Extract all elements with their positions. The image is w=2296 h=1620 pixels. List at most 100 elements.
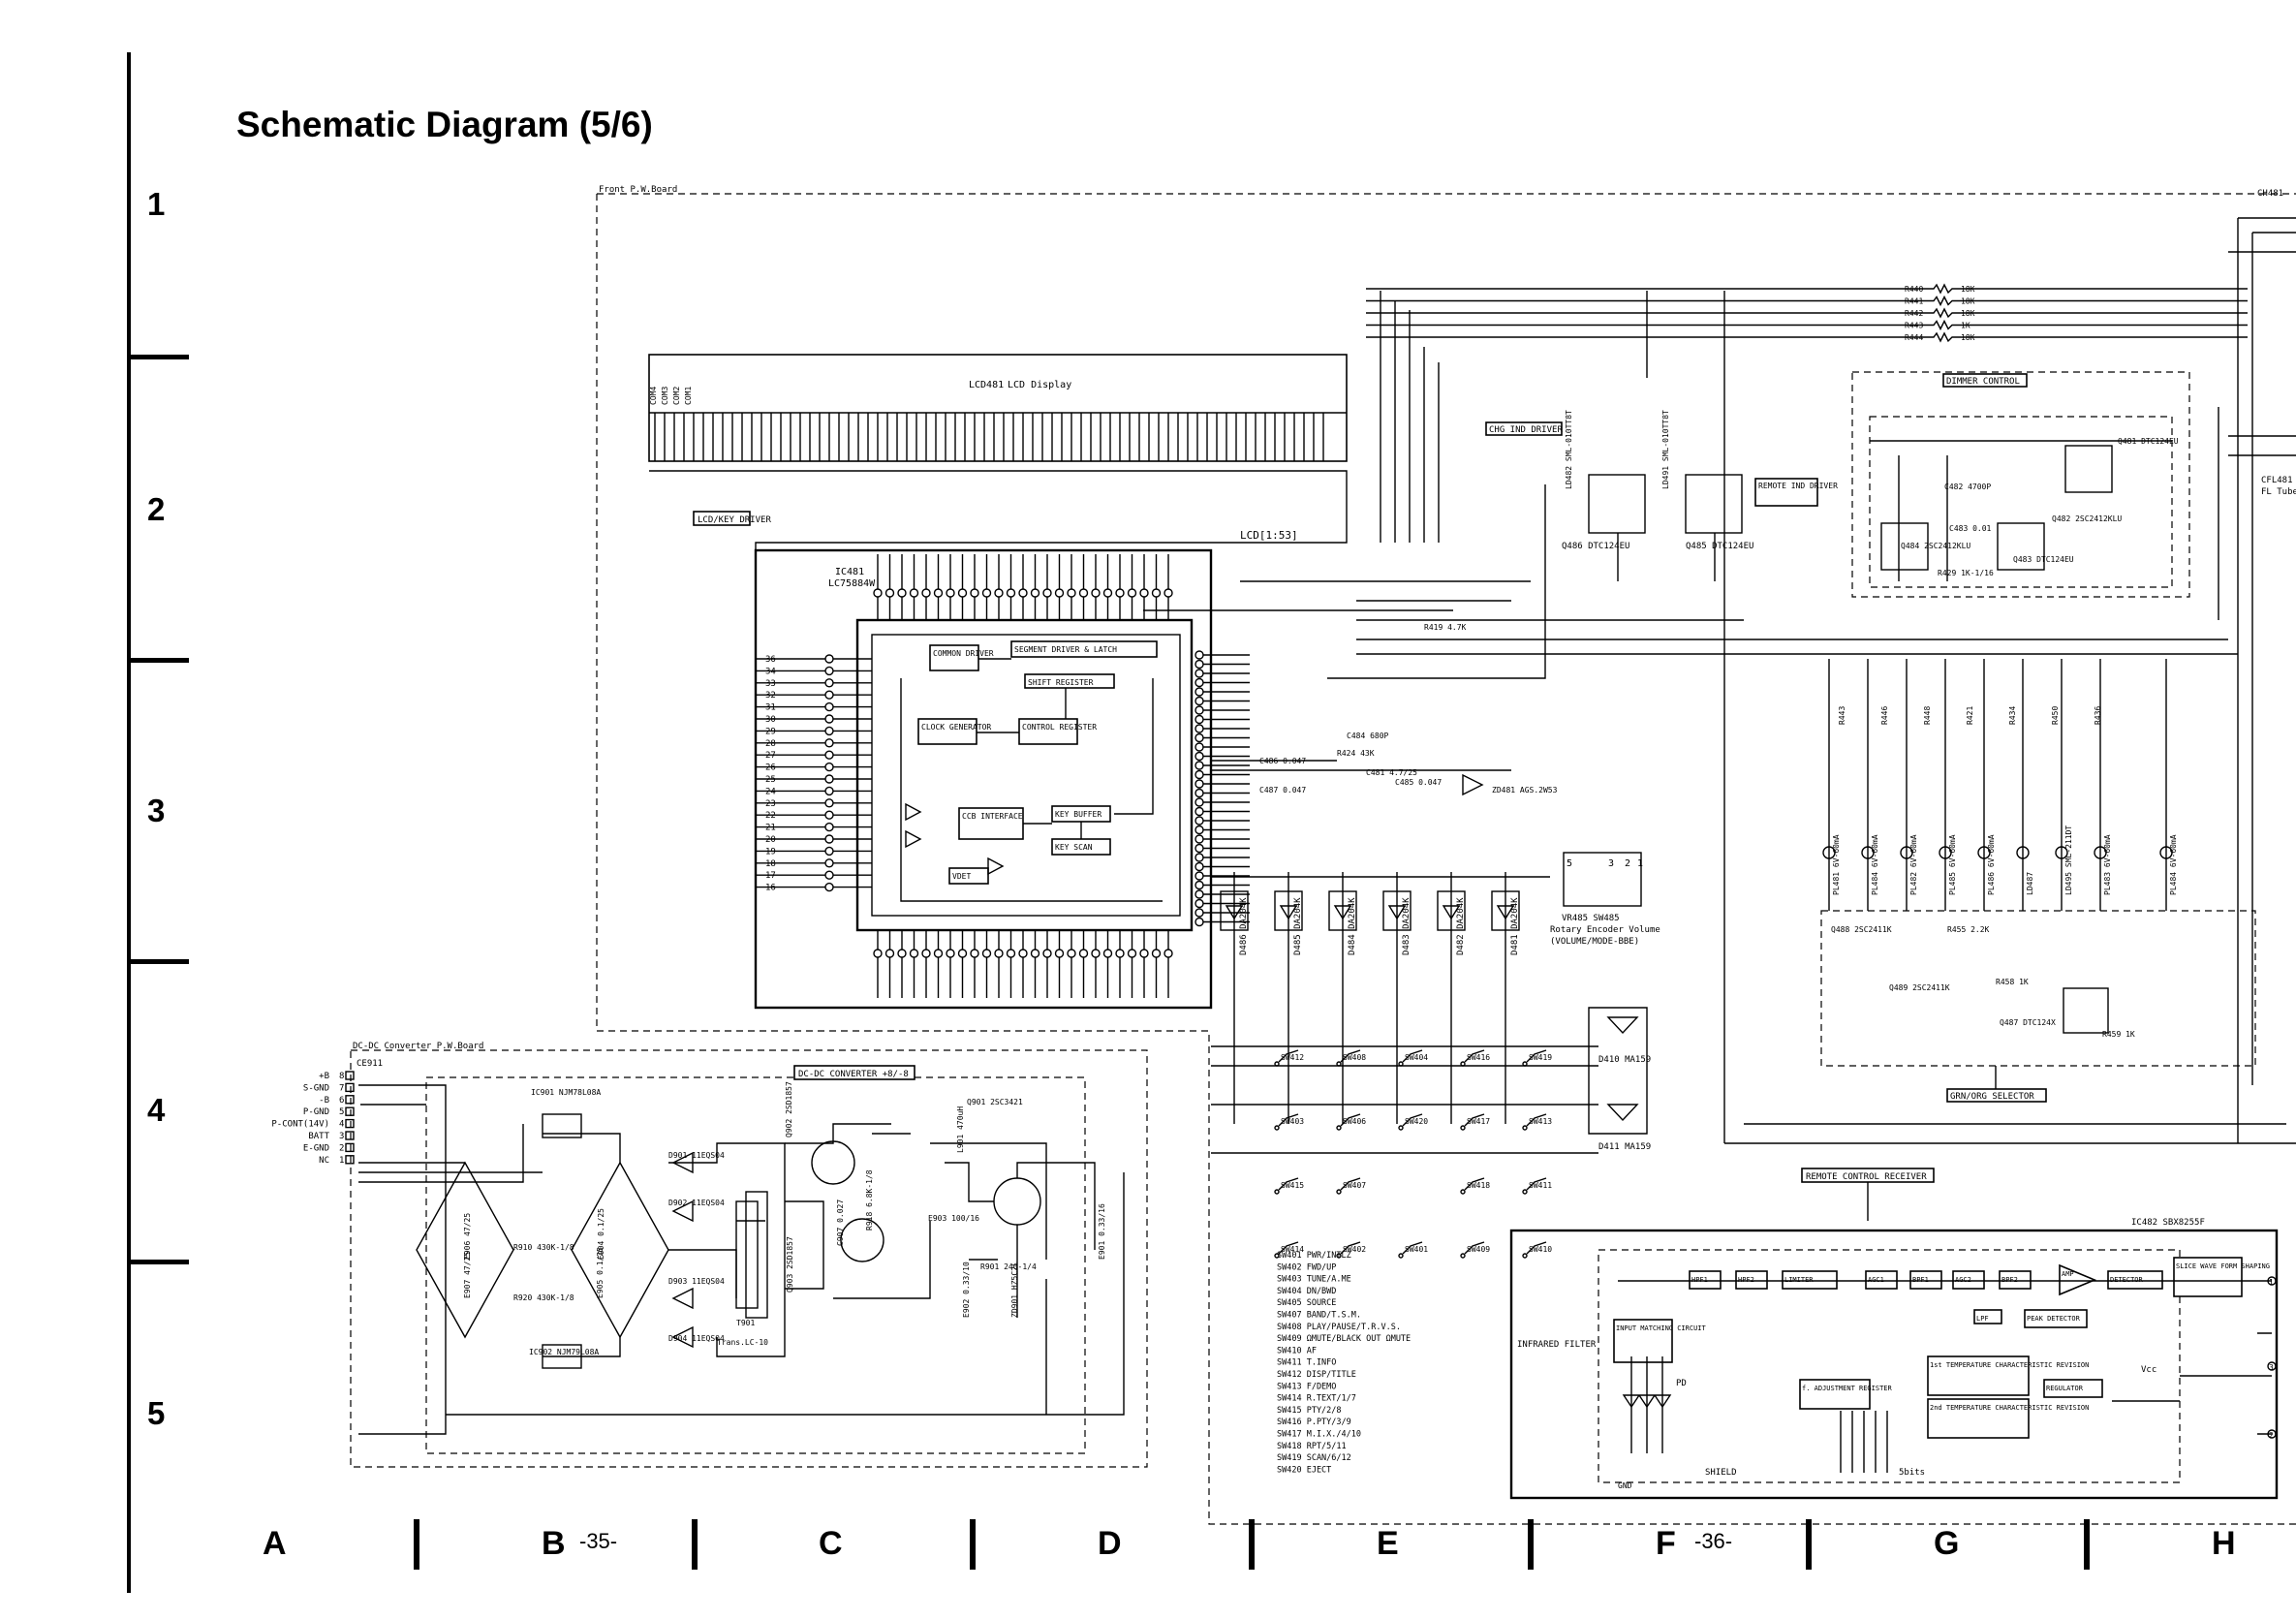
driver-pin-number: 22 [765,811,776,821]
switch-symbol [1464,1049,1485,1063]
driver-pin-pad [981,949,992,958]
dcdc-pin-name: -B [319,1096,329,1106]
driver-pin-pad [1091,949,1101,958]
driver-pin-pad [824,870,834,880]
ruler-tick [127,355,189,359]
switch-contact [1460,1189,1466,1195]
driver-pin-number: 28 [765,739,776,749]
receiver-block-label: AGC1 [1868,1276,1884,1284]
lamp-symbol [1977,846,1991,859]
switch-label: SW413 [1529,1117,1552,1126]
resistor-wire [1366,307,2248,319]
switch-legend-item: SW413 F/DEMO [1277,1382,1336,1391]
diode-label: D481 DA204K [1510,897,1520,955]
rr-pin-3: 3 [2269,1363,2274,1372]
switch-label: SW401 [1405,1245,1428,1254]
grn-org-label: GRN/ORG SELECTOR [1950,1092,2034,1102]
dimmer-part-label: C483 0.01 [1949,524,1992,533]
switch-label: SW415 [1281,1181,1304,1190]
receiver-block [1952,1270,1985,1290]
rotary-encoder: 5 3 2 1 VR485 SW485 Rotary Encoder Volum… [1211,732,1660,947]
dcdc-pin-pad [345,1106,355,1116]
driver-pin-pad [1195,908,1204,918]
lamp-symbol [1861,846,1875,859]
dcdc-pin-name: +B [319,1072,329,1081]
resistor-wire [1366,295,2248,307]
column-divider [414,1519,419,1570]
switch-symbol [1340,1177,1361,1191]
row-number: 3 [147,793,166,828]
page-number-left: -35- [579,1529,618,1553]
driver-pin-number: 30 [765,715,776,725]
switch-label: SW417 [1467,1117,1490,1126]
chg-ind-label: CHG IND DRIVER [1489,425,1563,435]
front-board: Front P.W.Board CH481 [596,185,2296,1525]
driver-pin-number: 19 [765,847,776,857]
remote-ind-transistor: Q485 DTC124EU [1686,542,1753,551]
lamp-resistor-ref: R434 [2008,706,2017,725]
dcdc-pin-number: 4 [339,1120,344,1130]
switch-legend-item: SW408 PLAY/PAUSE/T.R.V.S. [1277,1323,1401,1332]
column-divider [692,1519,698,1570]
grid-diodes: D410 MA159 D411 MA159 [1211,1007,1651,1154]
switch-label: SW409 [1467,1245,1490,1254]
receiver-block [2173,1257,2243,1297]
svg-text:2: 2 [1625,858,1630,869]
driver-pin-pad [1030,949,1040,958]
dcdc-part-label: E903 100/16 [928,1214,979,1223]
driver-pin-number: 16 [765,884,776,893]
receiver-block [1999,1270,2032,1290]
column-divider [970,1519,976,1570]
driver-pin-pad [824,701,834,712]
selector-part-label: R459 1K [2102,1030,2135,1039]
driver-pin-pad [1195,650,1204,660]
rr-shield: SHIELD [1705,1468,1737,1478]
lcd-com-label: COM2 [672,387,681,405]
lamp-symbol [2094,846,2107,859]
driver-pin-pad [970,588,979,598]
lamp-label: PL482 6V-60mA [1909,834,1918,895]
rotary-sub: (VOLUME/MODE-BBE) [1550,937,1639,947]
lcd-com-label: COM4 [649,387,658,405]
ruler-tick [127,959,189,964]
misc-part-label: R424 43K [1337,749,1375,758]
receiver-amp [2059,1263,2097,1296]
svg-text:5: 5 [1567,858,1572,869]
driver-pin-pad [1195,677,1204,688]
dcdc-part-label: IC902 NJM79L08A [529,1348,599,1356]
switch-symbol [1278,1241,1299,1255]
driver-block-label: CCB INTERFACE [962,812,1023,821]
dcdc-pin-number: 3 [339,1132,344,1141]
diode-label: D483 DA204K [1402,897,1412,955]
resistor-wire [1366,319,2248,331]
driver-pin-pad [824,654,834,664]
grid-diode-1: D410 MA159 [1598,1055,1651,1065]
driver-pin-pad [1164,949,1173,958]
driver-pin-pad [957,588,968,598]
dcdc-part-label: T901 [736,1319,755,1327]
driver-pin-number: 23 [765,799,776,809]
receiver-block [1909,1270,1942,1290]
switch-symbol [1402,1113,1423,1127]
lamp-label: PL484 6V-60mA [1871,834,1879,895]
driver-pin-pad [1151,588,1162,598]
receiver-block-label: AMP [2062,1270,2074,1278]
switch-symbol [1340,1049,1361,1063]
driver-pin-pad [1195,742,1204,752]
receiver-block-label: SLICE WAVE FORM SHAPING [2176,1262,2270,1270]
driver-block-label: CLOCK GENERATOR [921,723,991,732]
lamp-resistor-ref: R421 [1966,706,1974,725]
rotary-name: Rotary Encoder Volume [1550,925,1660,935]
driver-pin-pad [1067,588,1076,598]
column-letter: E [1377,1525,1399,1562]
resistor-wire [1366,331,2248,343]
driver-pin-pad [1195,761,1204,770]
driver-pin-pad [1195,779,1204,789]
driver-pin-pad [909,588,919,598]
dcdc-label: DC-DC Converter P.W.Board [353,1042,483,1051]
dcdc-part-label: IC901 NJM78L08A [531,1088,601,1097]
diode-label: D484 DA204K [1348,897,1357,955]
